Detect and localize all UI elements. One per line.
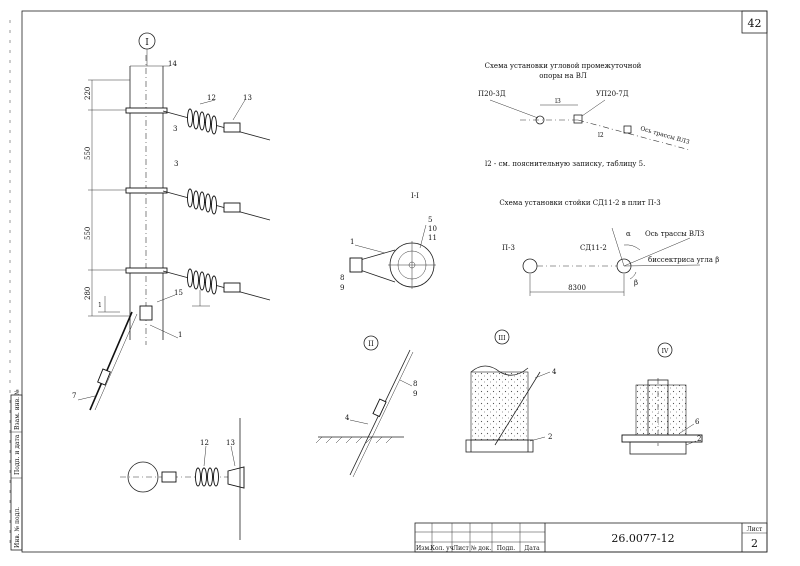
scheme1-title-1: Схема установки угловой промежуточной — [485, 62, 642, 70]
page-number: 42 — [748, 17, 762, 30]
view-2-anchor: II 8 9 4 — [315, 335, 417, 478]
callout-15: 15 — [174, 289, 183, 297]
scheme1-up20: УП20-7Д — [596, 90, 629, 98]
callout-3-mid: 3 — [174, 160, 178, 168]
scheme2-dim: 8300 — [568, 284, 586, 292]
section-label: I-I — [411, 192, 419, 200]
plan-callout-13: 13 — [226, 439, 235, 447]
ii-callout-9: 9 — [413, 390, 417, 398]
sheet-number: 2 — [751, 537, 758, 550]
scheme-sd11-plate: Схема установки стойки СД11-2 в плит П-3… — [499, 199, 719, 296]
iii-callout-2: 2 — [548, 433, 552, 441]
s-callout-5: 5 — [428, 216, 432, 224]
scheme1-l2: l2 — [598, 132, 604, 139]
ii-callout-8: 8 — [413, 380, 417, 388]
plan-view: 12 13 — [120, 418, 245, 540]
left-strip: Инв. № подл. Подп. и дата Взам. инв. № — [10, 389, 23, 551]
callout-14: 14 — [168, 60, 177, 68]
scheme2-axis: Ось трассы ВЛЗ — [645, 230, 704, 238]
view-2-label: II — [368, 340, 374, 348]
s-callout-11: 11 — [428, 234, 437, 242]
dim-280: 280 — [84, 287, 92, 300]
callout-3-top: 3 — [173, 125, 177, 133]
section-1-1: I-I 1 5 10 11 8 9 — [340, 192, 437, 292]
insulator-string-mid — [162, 188, 271, 221]
scheme-angle-support: Схема установки угловой промежуточной оп… — [478, 62, 690, 168]
scheme2-beta: β — [634, 279, 638, 287]
iv-callout-6: 6 — [695, 418, 700, 426]
sheet-frame: 42 — [9, 10, 768, 553]
s-callout-10: 10 — [428, 225, 437, 233]
dim-220: 220 — [84, 87, 92, 100]
s-callout-8: 8 — [340, 274, 344, 282]
insulator-string-bottom — [162, 268, 271, 301]
view-4-plate: IV 6 2 — [621, 342, 703, 455]
sheet-label: Лист — [747, 526, 763, 533]
view-4-label: IV — [662, 348, 669, 355]
s-callout-9: 9 — [340, 284, 344, 292]
scheme1-title-2: опоры на ВЛ — [539, 72, 587, 80]
view-1-label: I — [145, 38, 149, 48]
view-1-pole: I 14 220 550 550 280 — [72, 32, 271, 411]
scheme2-p3: П-3 — [502, 244, 515, 252]
scheme2-sd: СД11-2 — [580, 244, 607, 252]
cell-kol: Кол. уч — [430, 545, 453, 552]
cell-podp: Подп. — [497, 545, 516, 552]
cell-doc: № док. — [471, 545, 492, 552]
s-callout-1: 1 — [350, 238, 354, 246]
dim-550-bottom: 550 — [84, 227, 92, 240]
plan-callout-12: 12 — [200, 439, 209, 447]
scheme2-title: Схема установки стойки СД11-2 в плит П-3 — [499, 199, 660, 207]
scheme1-l3: l3 — [555, 98, 561, 105]
callout-ground-1: 1 — [98, 302, 102, 309]
scheme2-alpha: α — [626, 230, 631, 238]
view-3-foundation: III 4 2 — [465, 329, 557, 453]
strip-inv-podl: Инв. № подл. — [14, 507, 21, 548]
view-3-label: III — [498, 335, 506, 342]
dim-550-top: 550 — [84, 147, 92, 160]
callout-1: 1 — [178, 331, 182, 339]
strip-vzam-inv: Взам. инв. № — [14, 389, 21, 430]
scheme1-note: l2 - см. пояснительную записку, таблицу … — [485, 160, 645, 168]
callout-12: 12 — [207, 94, 216, 102]
cell-data: Дата — [524, 545, 540, 552]
iv-callout-2: 2 — [697, 435, 701, 443]
scheme2-bisector: биссектриса угла β — [648, 256, 719, 264]
insulator-string-top — [162, 108, 271, 141]
callout-13: 13 — [243, 94, 252, 102]
scheme1-axis: Ось трассы ВЛЗ — [639, 125, 690, 146]
iii-callout-4: 4 — [552, 368, 557, 376]
title-block: Изм. Кол. уч Лист № док. Подп. Дата 26.0… — [414, 522, 768, 553]
cell-list: Лист — [453, 545, 469, 552]
scheme1-p20: П20-3Д — [478, 90, 506, 98]
callout-7: 7 — [72, 392, 76, 400]
strip-podp-data: Подп. и дата — [14, 434, 21, 475]
ii-callout-4: 4 — [345, 414, 350, 422]
doc-code: 26.0077-12 — [611, 532, 674, 545]
cell-izm: Изм. — [416, 545, 431, 552]
